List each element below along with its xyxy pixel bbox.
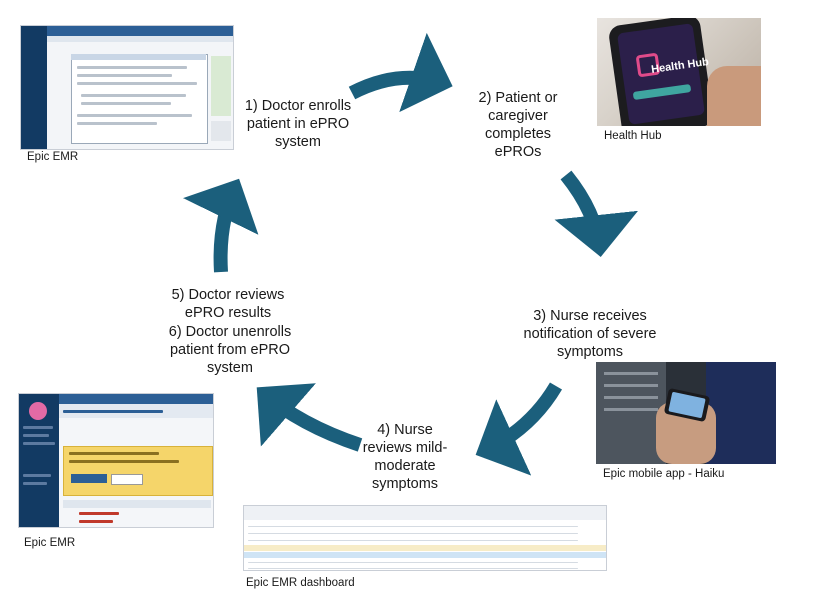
haiku-mobile-photo xyxy=(596,362,776,464)
step-3-line-3: symptoms xyxy=(556,344,624,360)
epic-emr-dashboard-screenshot xyxy=(243,505,607,571)
health-hub-photo: Health Hub xyxy=(597,18,761,126)
arrow-step1-to-step2 xyxy=(348,32,453,113)
step-6-line-1: 6) Doctor unenrolls xyxy=(168,324,292,340)
step-4-line-1: 4) Nurse xyxy=(377,422,433,438)
step-4-label: 4) Nurse reviews mild- moderate symptoms xyxy=(355,421,455,493)
step-3-line-2: notification of severe xyxy=(523,326,657,342)
step-2-line-4: ePROs xyxy=(494,144,542,160)
step-5-line-2: ePRO results xyxy=(184,305,272,321)
step-6-line-2: patient from ePRO xyxy=(169,342,291,358)
step-2-line-2: caregiver xyxy=(488,108,548,124)
arrow-step5-to-step1 xyxy=(182,178,259,273)
step-1-line-1: 1) Doctor enrolls xyxy=(244,98,352,114)
arrow-step3-to-step4 xyxy=(475,382,563,476)
arrow-step4-to-step5 xyxy=(256,383,363,452)
caption-dashboard: Epic EMR dashboard xyxy=(246,577,355,589)
step-3-line-1: 3) Nurse receives xyxy=(533,308,647,324)
caption-haiku: Epic mobile app - Haiku xyxy=(603,468,725,480)
step-1-line-2: patient in ePRO xyxy=(246,116,350,132)
step-1-label: 1) Doctor enrolls patient in ePRO system xyxy=(238,97,358,151)
step-6-line-3: system xyxy=(207,360,253,376)
step-4-line-3: moderate xyxy=(374,458,436,474)
step-1-line-3: system xyxy=(275,134,321,150)
step-2-line-3: completes xyxy=(484,126,552,142)
caption-epic-emr-bottom: Epic EMR xyxy=(24,537,76,549)
step-5-line-1: 5) Doctor reviews xyxy=(171,287,285,303)
step-6-label: 6) Doctor unenrolls patient from ePRO sy… xyxy=(155,323,305,377)
epic-emr-screenshot-top xyxy=(20,25,234,150)
caption-health-hub: Health Hub xyxy=(604,130,662,142)
epic-emr-screenshot-bottom xyxy=(18,393,214,528)
step-4-line-4: symptoms xyxy=(371,476,439,492)
caption-epic-emr-top: Epic EMR xyxy=(27,151,79,163)
step-2-line-1: 2) Patient or xyxy=(478,90,558,106)
step-4-line-2: reviews mild- xyxy=(362,440,448,456)
arrow-step2-to-step3 xyxy=(554,170,639,257)
step-3-label: 3) Nurse receives notification of severe… xyxy=(505,307,675,361)
step-5-label: 5) Doctor reviews ePRO results xyxy=(158,286,298,322)
step-2-label: 2) Patient or caregiver completes ePROs xyxy=(468,89,568,161)
